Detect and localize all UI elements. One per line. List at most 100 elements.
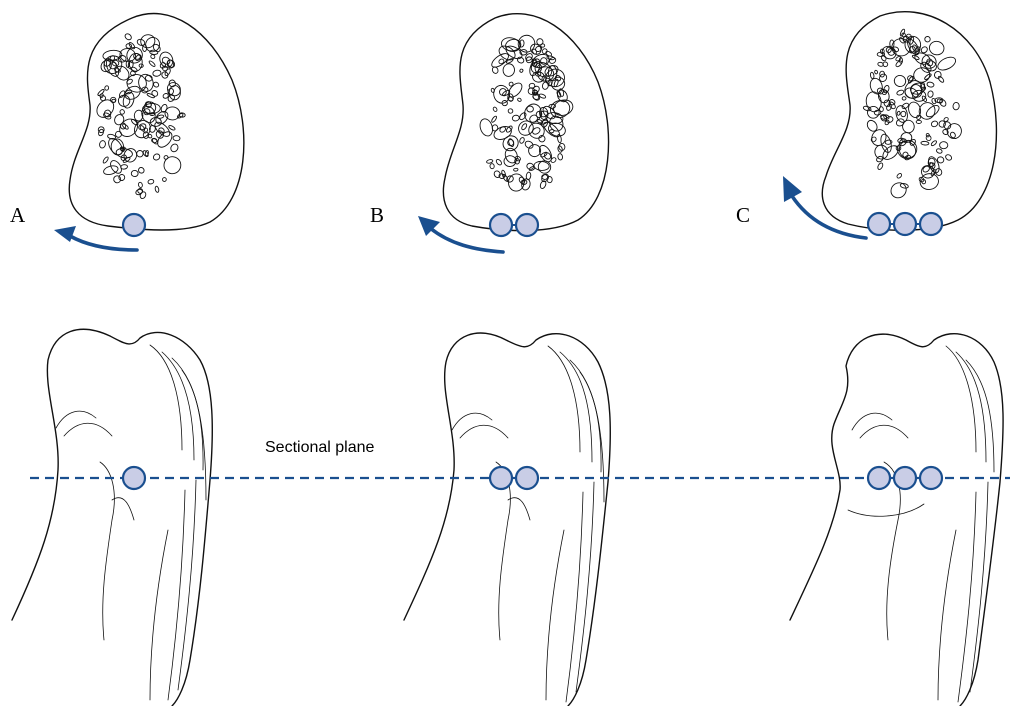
screw-cross-section-icon bbox=[123, 467, 145, 489]
greater-trochanter-line bbox=[162, 352, 194, 460]
femur-shaft-line bbox=[168, 490, 185, 700]
trabecular-pore bbox=[874, 70, 878, 74]
femur-outline bbox=[790, 334, 1003, 706]
trabecular-pore bbox=[865, 119, 879, 134]
trabecular-bone-texture bbox=[478, 32, 575, 191]
screw-cross-section-icon bbox=[894, 213, 916, 235]
trabecular-pore bbox=[896, 89, 904, 96]
screw-group-top-b bbox=[490, 214, 538, 236]
trabecular-pore bbox=[897, 111, 901, 116]
trabecular-pore bbox=[540, 57, 547, 64]
trabecular-pore bbox=[490, 163, 495, 168]
lesser-trochanter-line bbox=[848, 504, 924, 516]
panel-label-a: A bbox=[10, 203, 26, 227]
trabecular-pore bbox=[164, 68, 171, 77]
greater-trochanter-line bbox=[172, 358, 203, 470]
trabecular-pore bbox=[896, 137, 920, 161]
trabecular-pore bbox=[163, 156, 182, 175]
screw-cross-section-icon bbox=[516, 467, 538, 489]
trabecular-bone-texture bbox=[93, 33, 185, 200]
trabecular-pore bbox=[882, 61, 888, 67]
trabecular-pore bbox=[930, 140, 937, 147]
trabecular-pore bbox=[927, 81, 935, 87]
trabecular-pore bbox=[168, 125, 176, 131]
trabecular-pore bbox=[886, 104, 893, 111]
femur-head-line bbox=[460, 425, 508, 438]
trabecular-pore bbox=[155, 129, 165, 139]
screw-cross-section-icon bbox=[490, 214, 512, 236]
greater-trochanter-line bbox=[548, 346, 580, 452]
greater-trochanter-line bbox=[946, 346, 976, 452]
screw-cross-section-icon bbox=[894, 467, 916, 489]
trabecular-pore bbox=[516, 56, 525, 64]
trabecular-pore bbox=[538, 134, 546, 143]
trabecular-pore bbox=[870, 72, 875, 79]
panel-label-b: B bbox=[370, 203, 384, 227]
femur-shaft-line bbox=[958, 492, 976, 702]
trabecular-pore bbox=[513, 168, 518, 171]
trabecular-pore bbox=[152, 69, 161, 76]
femur-head-line bbox=[56, 411, 96, 428]
trabecular-pore bbox=[939, 141, 948, 149]
trabecular-pore bbox=[102, 156, 109, 164]
trabecular-pore bbox=[506, 175, 515, 184]
trabecular-pore bbox=[536, 37, 545, 46]
trabecular-pore bbox=[899, 29, 905, 37]
femur-head-line bbox=[452, 413, 492, 430]
rotation-arrow-c bbox=[783, 176, 866, 238]
trabecular-pore bbox=[104, 85, 109, 90]
trabecular-pore bbox=[118, 174, 126, 182]
femur-view-b bbox=[404, 333, 610, 706]
femur-view-c bbox=[790, 334, 1003, 706]
greater-trochanter-line bbox=[150, 345, 182, 450]
screw-cross-section-icon bbox=[868, 213, 890, 235]
trabecular-pore bbox=[157, 115, 164, 119]
sectional-plane-label: Sectional plane bbox=[265, 439, 375, 456]
trabecular-pore bbox=[110, 96, 117, 103]
femur-head-line bbox=[860, 425, 908, 438]
trabecular-pore bbox=[138, 182, 143, 188]
femur-shaft-line bbox=[970, 482, 988, 692]
greater-trochanter-line bbox=[956, 352, 986, 462]
cross-section-c bbox=[822, 12, 996, 231]
trabecular-pore bbox=[112, 174, 122, 184]
trabecular-pore bbox=[527, 106, 534, 112]
lesser-trochanter-line bbox=[112, 498, 134, 520]
trabecular-pore bbox=[916, 120, 921, 123]
trabecular-pore bbox=[164, 155, 169, 160]
trabecular-pore bbox=[867, 106, 879, 118]
trabecular-pore bbox=[152, 153, 161, 161]
trabecular-pore bbox=[131, 170, 138, 176]
trabecular-pore bbox=[148, 179, 155, 185]
trabecular-pore bbox=[124, 33, 133, 41]
femur-shaft-line bbox=[576, 482, 594, 692]
trabecular-pore bbox=[936, 148, 943, 154]
trabecular-pore bbox=[139, 33, 156, 49]
femur-inner-line bbox=[884, 462, 900, 640]
trabecular-pore bbox=[508, 138, 515, 147]
trabecular-pore bbox=[921, 141, 929, 145]
trabecular-pore bbox=[99, 140, 106, 149]
trabecular-pore bbox=[173, 135, 180, 141]
trabecular-pore bbox=[139, 64, 144, 68]
screw-cross-section-icon bbox=[123, 214, 145, 236]
trabecular-pore bbox=[953, 102, 960, 110]
trabecular-pore bbox=[169, 143, 179, 153]
panel-label-c: C bbox=[736, 203, 750, 227]
trabecular-pore bbox=[486, 159, 493, 164]
trabecular-pore bbox=[902, 119, 915, 133]
trabecular-pore bbox=[137, 166, 145, 174]
trabecular-pore bbox=[502, 174, 509, 183]
trabecular-pore bbox=[869, 127, 888, 148]
lesser-trochanter-line bbox=[508, 498, 530, 520]
trabecular-pore bbox=[927, 91, 933, 98]
trabecular-pore bbox=[502, 63, 515, 77]
trabecular-pore bbox=[491, 115, 498, 123]
trabecular-pore bbox=[506, 58, 514, 64]
screw-group-top-a bbox=[123, 214, 145, 236]
trabecular-pore bbox=[884, 120, 890, 126]
trabecular-pore bbox=[870, 136, 877, 143]
curved-rotation-arrow-icon bbox=[70, 236, 137, 250]
trabecular-pore bbox=[945, 154, 953, 162]
trabecular-pore bbox=[899, 37, 906, 44]
